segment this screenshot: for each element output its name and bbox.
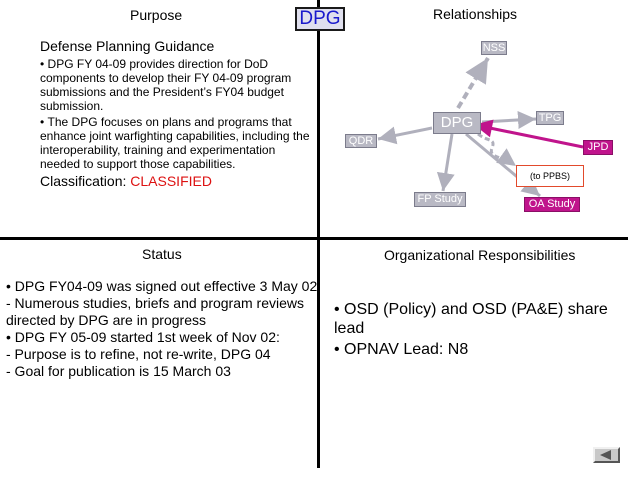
purpose-bullet: • DPG FY 04-09 provides direction for Do…: [40, 57, 292, 113]
status-line: • DPG FY 05-09 started 1st week of Nov 0…: [6, 329, 280, 345]
status-line: - Numerous studies, briefs and program r…: [6, 295, 305, 328]
purpose-panel: Defense Planning Guidance • DPG FY 04-09…: [40, 38, 310, 190]
arrow-dpg-qdr: [377, 126, 433, 145]
status-line: - Purpose is to refine, not re-write, DP…: [6, 346, 271, 362]
status-panel: • DPG FY04-09 was signed out effective 3…: [6, 278, 318, 380]
status-line: • DPG FY04-09 was signed out effective 3…: [6, 278, 318, 294]
classification-label: Classification:: [40, 173, 131, 189]
status-line: - Goal for publication is 15 March 03: [6, 363, 231, 379]
arrow-dpg-fp-study: [436, 133, 455, 192]
back-button[interactable]: [593, 447, 620, 463]
dpg-center-tag: DPG: [295, 7, 345, 31]
node-qdr: QDR: [345, 134, 377, 148]
org-bullet: • OPNAV Lead: N8: [334, 341, 469, 358]
node-dpg: DPG: [433, 112, 481, 134]
purpose-bullet-text: DPG FY 04-09 provides direction for DoD …: [40, 57, 292, 113]
node-oa-study: OA Study: [524, 197, 580, 212]
horizontal-divider: [0, 237, 628, 240]
back-arrow-icon: [600, 450, 611, 460]
purpose-bullet-text: The DPG focuses on plans and programs th…: [40, 115, 310, 171]
classification-value: CLASSIFIED: [130, 173, 212, 189]
node-fp-study: FP Study: [414, 192, 466, 207]
org-responsibilities-title: Organizational Responsibilities: [384, 247, 576, 263]
org-panel: • OSD (Policy) and OSD (PA&E) share lead…: [334, 300, 624, 361]
node-jpd: JPD: [583, 140, 613, 155]
node-to-ppbs: (to PPBS): [516, 165, 584, 187]
vertical-divider: [317, 0, 320, 468]
purpose-heading: Defense Planning Guidance: [40, 38, 215, 54]
org-bullet: • OSD (Policy) and OSD (PA&E) share lead: [334, 301, 608, 337]
classification-line: Classification: CLASSIFIED: [40, 173, 310, 190]
status-title: Status: [142, 246, 182, 262]
purpose-title: Purpose: [130, 7, 183, 23]
purpose-bullet: • The DPG focuses on plans and programs …: [40, 115, 310, 171]
node-tpg: TPG: [536, 111, 564, 125]
relationships-title: Relationships: [433, 6, 518, 22]
arrow-dpg-ppbs: [477, 132, 517, 168]
node-nss: NSS: [481, 41, 507, 55]
arrow-dpg-tpg: [481, 111, 537, 129]
arrow-dpg-nss: [456, 56, 490, 110]
arrow-jpd-dpg: [474, 119, 584, 149]
